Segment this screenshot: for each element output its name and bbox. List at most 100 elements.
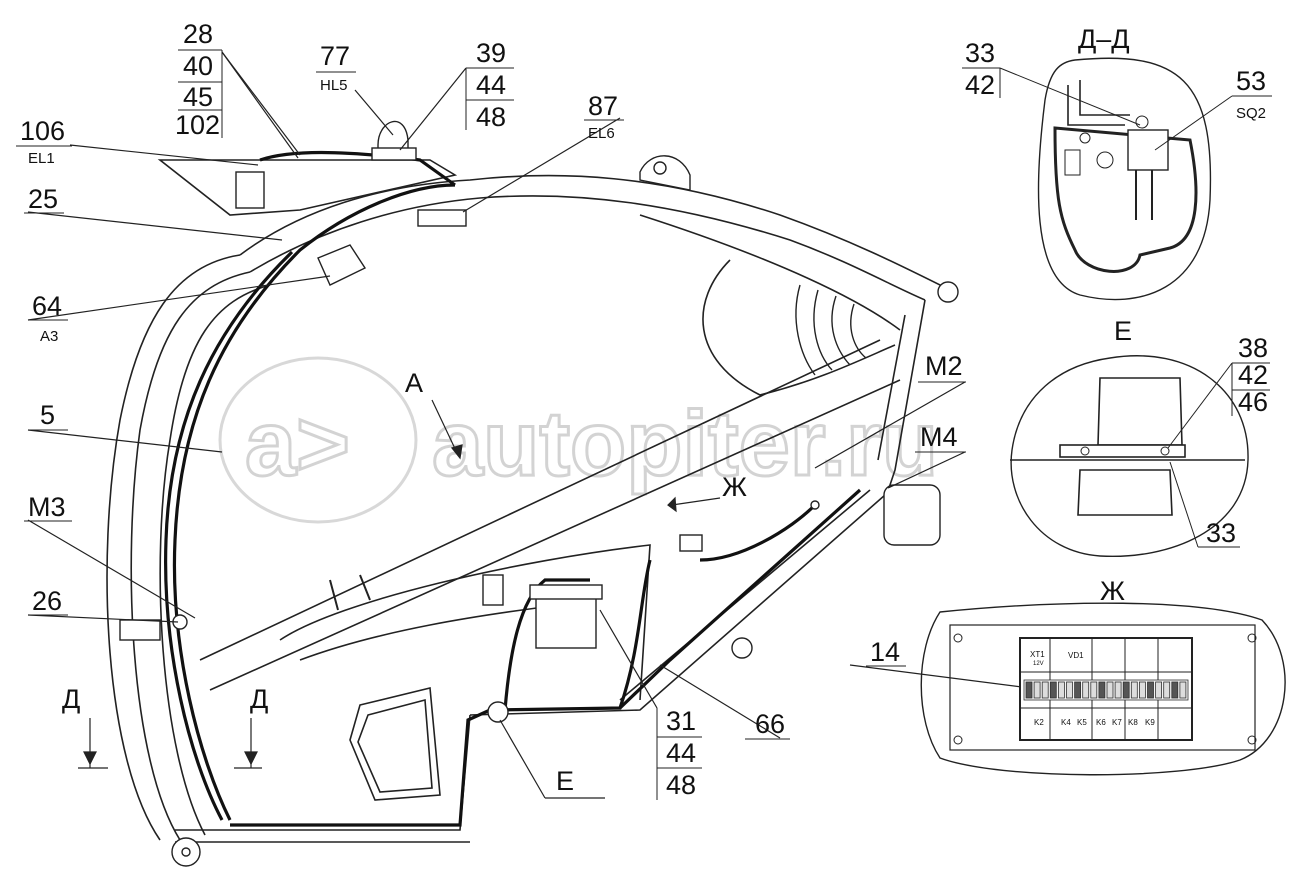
callout-14: 14 [866, 637, 906, 667]
svg-text:102: 102 [175, 110, 220, 140]
fuse-cell [1171, 681, 1179, 699]
detail-dd: Д–Д 33 42 53 SQ2 [962, 24, 1272, 301]
interior-lamp [417, 209, 467, 227]
svg-text:39: 39 [476, 38, 506, 68]
fuse-cell [1074, 681, 1081, 699]
svg-text:A3: A3 [40, 328, 58, 345]
callout-39: 39 44 48 [465, 38, 514, 132]
svg-text:M2: M2 [925, 351, 963, 381]
relay-labels: K2 K4 K5 K6 K7 K8 K9 [1034, 718, 1155, 727]
svg-text:M4: M4 [920, 422, 958, 452]
svg-text:44: 44 [666, 738, 696, 768]
relay-k4: K4 [1061, 718, 1071, 727]
callout-26: 26 [28, 586, 68, 616]
callout-m2: M2 [918, 351, 966, 383]
fuse-cell [1163, 681, 1171, 699]
svg-text:40: 40 [183, 51, 213, 81]
fuse-cell [1082, 681, 1090, 699]
callout-87: 87 EL6 [584, 91, 624, 142]
fuse-cell [1058, 681, 1065, 699]
svg-text:48: 48 [666, 770, 696, 800]
fuse-cell [1066, 681, 1073, 699]
components [119, 120, 959, 867]
svg-text:87: 87 [588, 91, 618, 121]
fuse-cell [1106, 681, 1114, 699]
svg-text:EL6: EL6 [588, 125, 615, 142]
view-e-callout-label: Е [556, 766, 574, 796]
callout-m3: M3 [24, 492, 72, 522]
beacon-lamp [377, 120, 409, 151]
fuse-cell [1049, 681, 1057, 699]
svg-text:SQ2: SQ2 [1236, 105, 1266, 122]
section-d-left-label: Д [62, 684, 80, 714]
beacon-base [371, 147, 417, 161]
callout-31: 31 44 48 [656, 706, 702, 800]
svg-text:HL5: HL5 [320, 77, 348, 94]
xt1-sub-label: 12V [1033, 661, 1044, 667]
watermark: a> autopiter.ru [218, 356, 940, 524]
svg-text:M3: M3 [28, 492, 66, 522]
svg-text:66: 66 [755, 709, 785, 739]
svg-text:28: 28 [183, 19, 213, 49]
fuse-cell [1114, 681, 1122, 699]
svg-text:42: 42 [1238, 360, 1268, 390]
vd1-label: VD1 [1068, 651, 1084, 660]
watermark-logo: a> [245, 393, 350, 495]
callout-m4: M4 [915, 422, 966, 453]
module-a3 [317, 244, 367, 286]
fuse-cell [1090, 681, 1098, 699]
svg-text:44: 44 [476, 70, 506, 100]
svg-text:48: 48 [476, 102, 506, 132]
view-a-label: А [405, 368, 423, 398]
motor-m4 [883, 484, 941, 546]
view-zh-arrow-label: Ж [722, 472, 747, 502]
svg-text:77: 77 [320, 41, 350, 71]
fuse-cell [1098, 681, 1106, 699]
relay-k2: K2 [1034, 718, 1044, 727]
callout-106: 106 EL1 [16, 116, 72, 167]
svg-text:31: 31 [666, 706, 696, 736]
fuse-cell [1041, 681, 1049, 699]
relay-k9: K9 [1145, 718, 1155, 727]
callout-77: 77 HL5 [316, 41, 356, 94]
svg-text:26: 26 [32, 586, 62, 616]
watermark-text: autopiter.ru [432, 393, 938, 495]
rear-louvers [795, 284, 867, 376]
svg-text:42: 42 [965, 70, 995, 100]
relay-k7: K7 [1112, 718, 1122, 727]
detail-zh: Ж XT1 12V VD1 K2 K4 K5 K6 K7 K8 K9 [920, 576, 1286, 776]
svg-text:14: 14 [870, 637, 900, 667]
fuse-cell [1147, 681, 1154, 699]
svg-text:33: 33 [1206, 518, 1236, 548]
leader-lines [27, 51, 1031, 799]
fuse-cell [1130, 681, 1138, 699]
svg-text:45: 45 [183, 82, 213, 112]
svg-text:5: 5 [40, 400, 55, 430]
detail-e-title: Е [1114, 316, 1132, 346]
xt1-label: XT1 [1030, 650, 1045, 659]
fuse-cell [1155, 681, 1162, 699]
fuse-cell [1122, 681, 1130, 699]
fuse-cell [1025, 681, 1033, 699]
fuse-cell [1033, 681, 1041, 699]
fuse-row [1023, 679, 1189, 701]
detail-dd-title: Д–Д [1078, 24, 1130, 54]
svg-text:106: 106 [20, 116, 65, 146]
callout-5: 5 [28, 400, 68, 431]
wiring-harness [164, 150, 862, 827]
svg-text:64: 64 [32, 291, 62, 321]
svg-text:38: 38 [1238, 333, 1268, 363]
relay-k5: K5 [1077, 718, 1087, 727]
callout-28: 28 40 45 102 [175, 19, 223, 140]
detail-zh-title: Ж [1100, 576, 1125, 606]
callout-66: 66 [745, 709, 790, 740]
svg-text:25: 25 [28, 184, 58, 214]
relay-k6: K6 [1096, 718, 1106, 727]
cab-frame [106, 159, 951, 843]
roof-lamp [235, 171, 265, 209]
svg-text:53: 53 [1236, 66, 1266, 96]
callout-25: 25 [24, 184, 64, 214]
fuse-cell [1179, 681, 1187, 699]
